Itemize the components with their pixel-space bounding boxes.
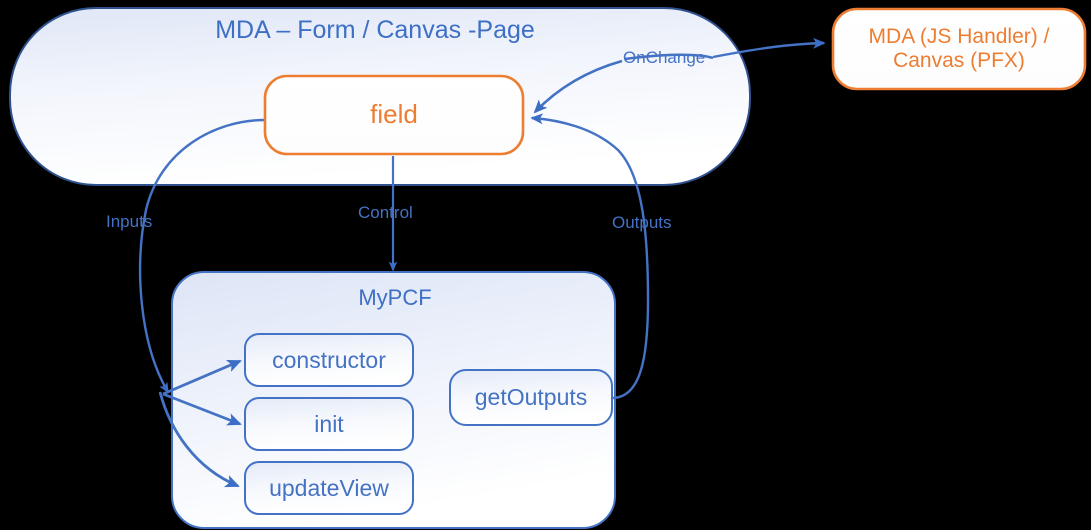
edge-onchange <box>624 53 714 61</box>
edge-inputs-to-init <box>162 392 242 426</box>
handler-node[interactable] <box>831 7 1087 91</box>
getoutputs-node[interactable] <box>449 369 613 426</box>
edge-inputs-to-constructor <box>162 359 242 396</box>
edge-inputs-trunk <box>139 118 266 394</box>
edge-onchange-to-handler <box>712 37 826 59</box>
updateview-node[interactable] <box>244 461 414 515</box>
edge-outputs <box>530 113 650 400</box>
edge-onchange-to-field <box>533 59 623 114</box>
constructor-node[interactable] <box>244 333 414 387</box>
edge-inputs-to-updateview <box>158 391 240 488</box>
field-node[interactable] <box>263 74 525 156</box>
init-node[interactable] <box>244 397 414 451</box>
